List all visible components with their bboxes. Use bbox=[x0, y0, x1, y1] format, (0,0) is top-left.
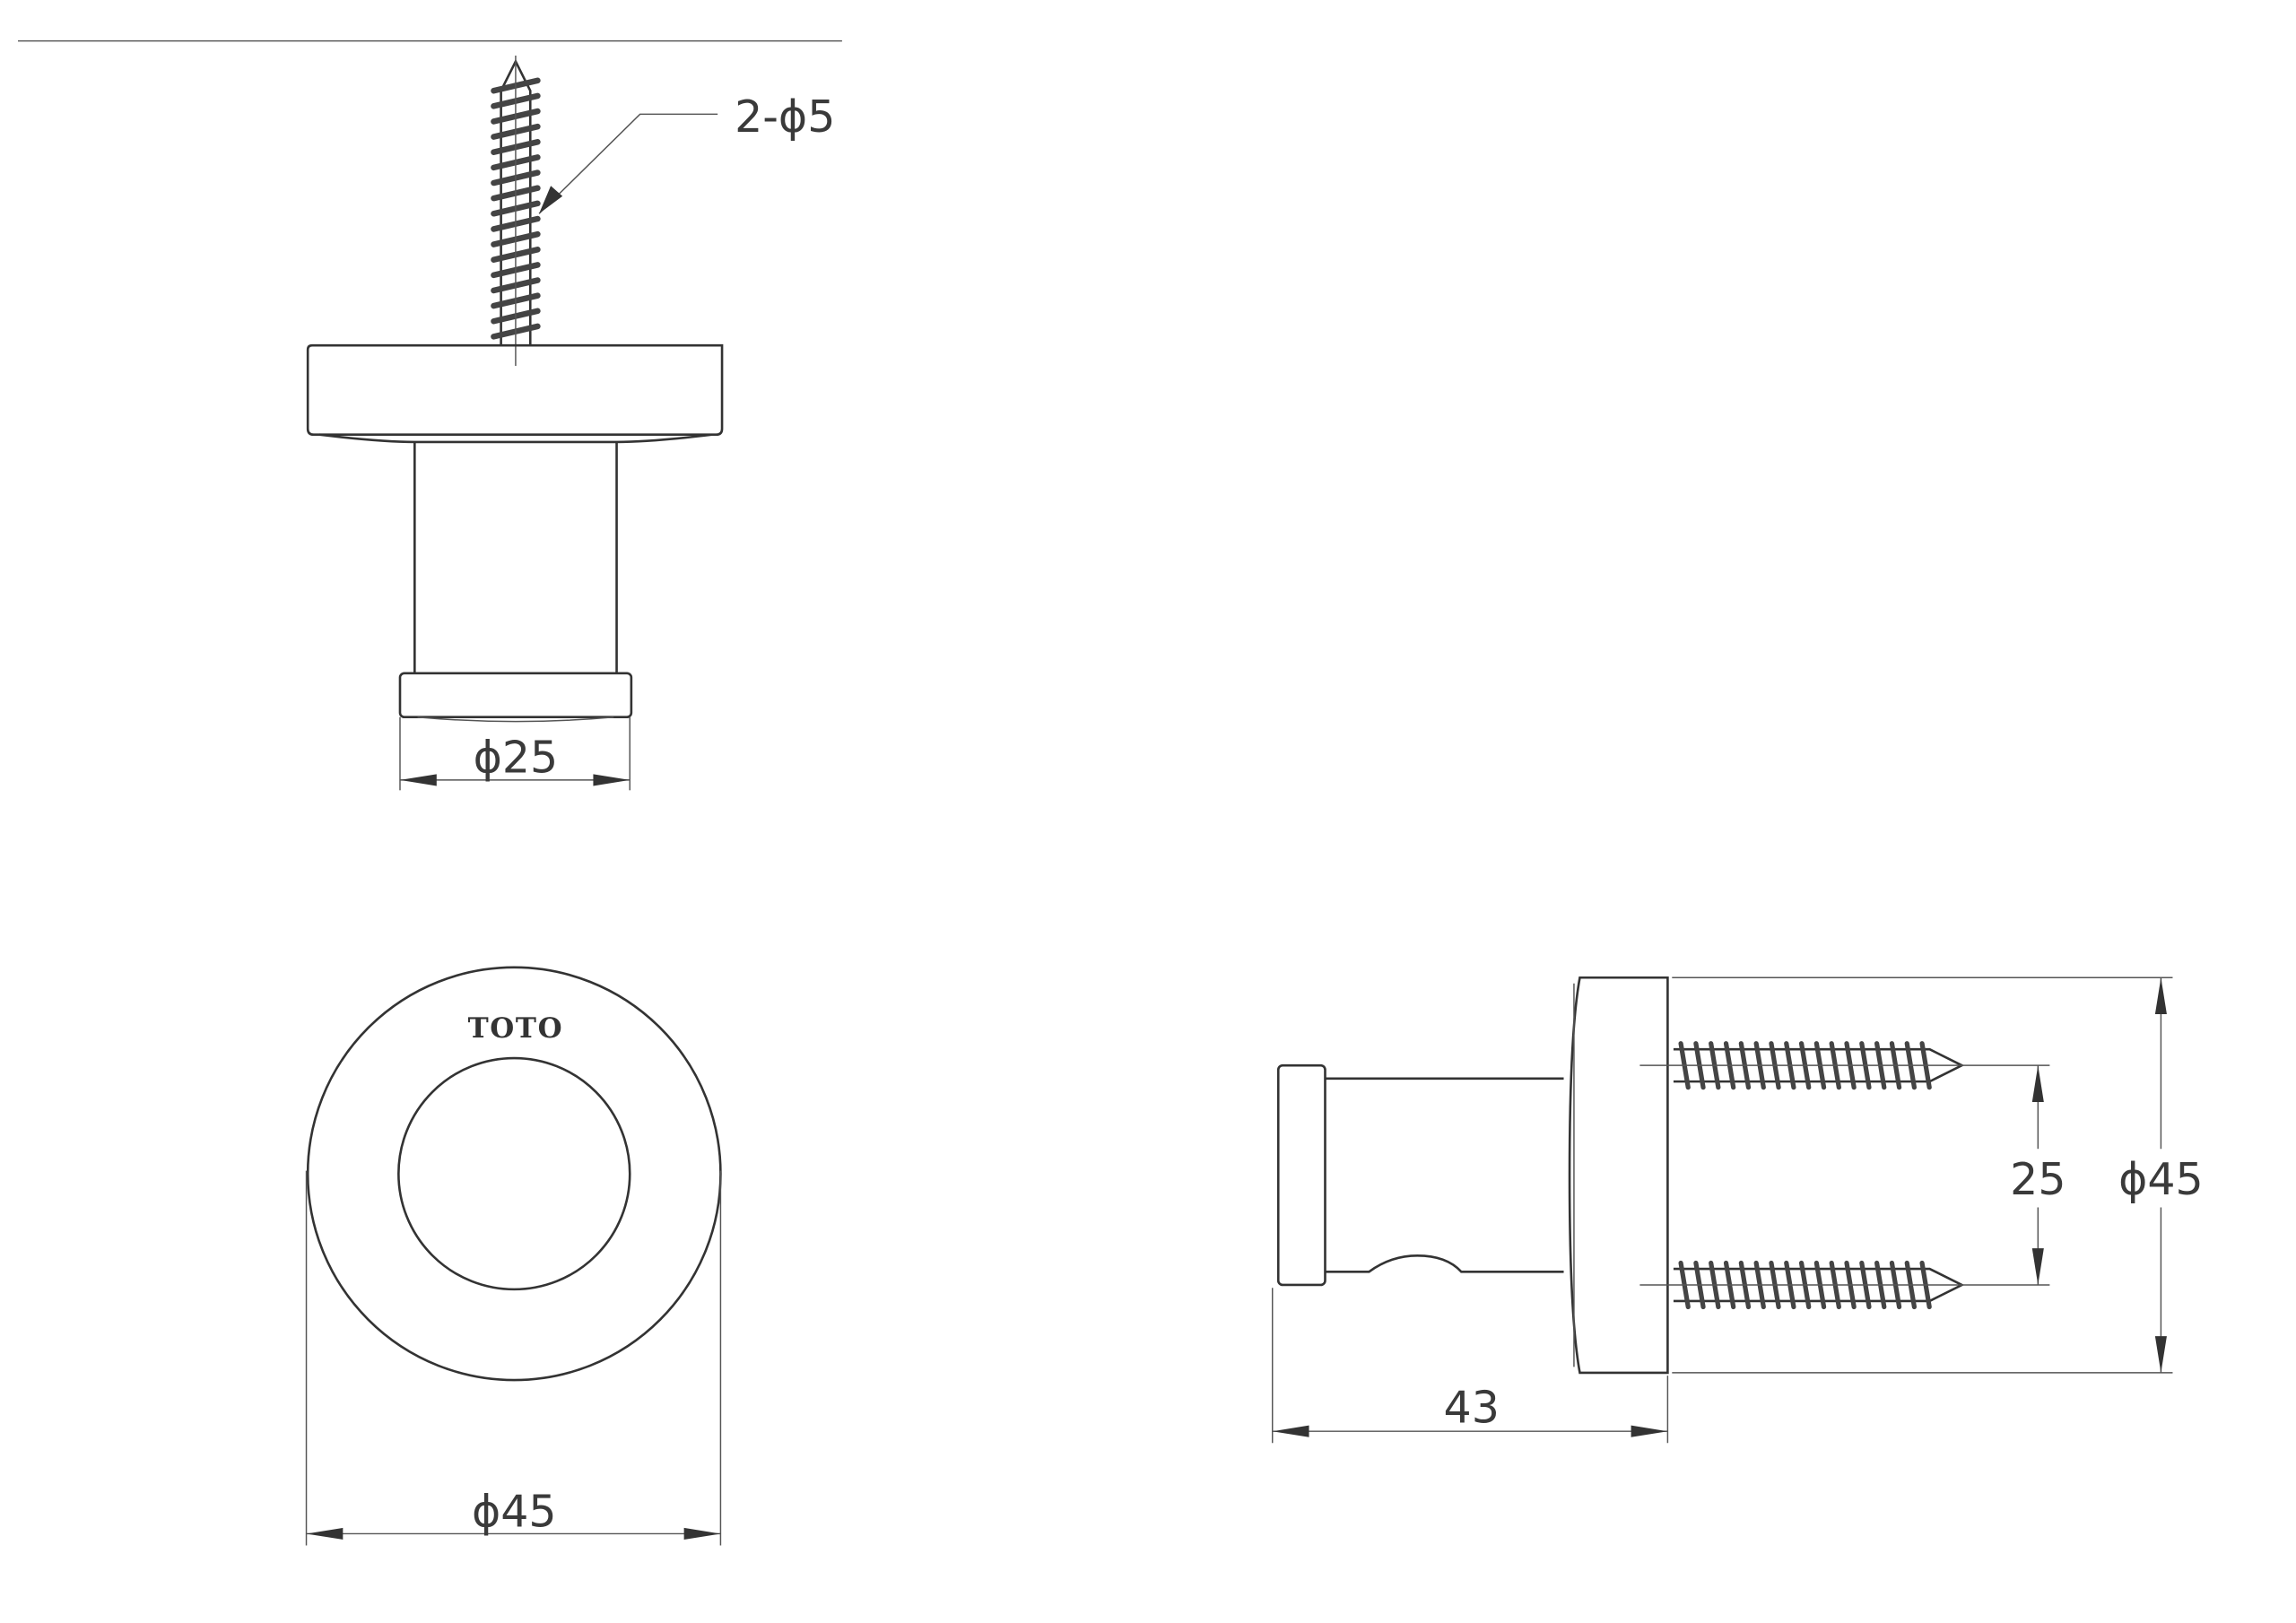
side-view: 25 ϕ45 43 bbox=[1271, 976, 2204, 1444]
screw-leader-line bbox=[538, 113, 718, 214]
screw-spacing-label: 25 bbox=[2010, 1154, 2066, 1205]
dim-arrow bbox=[306, 1527, 344, 1540]
dim-arrow bbox=[1631, 1425, 1668, 1437]
top-cap-bottom bbox=[417, 716, 614, 723]
dim-arrow bbox=[593, 774, 631, 786]
dim-arrow bbox=[2154, 1336, 2167, 1373]
side-screws bbox=[1673, 1041, 1965, 1310]
top-flange bbox=[306, 343, 724, 437]
brand-logo: TOTO bbox=[468, 1012, 564, 1045]
dim-arrow bbox=[2154, 977, 2167, 1015]
front-cap-inner bbox=[397, 1056, 631, 1291]
screw-size-label: 2-ϕ5 bbox=[735, 91, 835, 143]
front-view: TOTO ϕ45 bbox=[305, 966, 722, 1546]
dim-arrow bbox=[2031, 1065, 2044, 1102]
dim-arrow bbox=[399, 774, 437, 786]
dim-arrow bbox=[2031, 1248, 2044, 1285]
side-stem bbox=[1325, 1077, 1564, 1273]
dim-arrow bbox=[1272, 1425, 1309, 1437]
top-stem bbox=[413, 441, 618, 673]
top-cap bbox=[398, 672, 633, 719]
flange-diameter-label: ϕ45 bbox=[472, 1486, 557, 1537]
top-flange-chamfer bbox=[319, 433, 712, 444]
side-cap bbox=[1276, 1063, 1326, 1287]
screw-leader-arrow bbox=[539, 186, 563, 214]
cap-diameter-label: ϕ25 bbox=[474, 733, 559, 784]
side-flange-diameter-label: ϕ45 bbox=[2118, 1154, 2204, 1205]
side-flange bbox=[1568, 976, 1669, 1375]
dim-arrow bbox=[683, 1527, 721, 1540]
projection-label: 43 bbox=[1444, 1382, 1500, 1433]
top-view: 2-ϕ5 ϕ25 bbox=[306, 56, 835, 791]
